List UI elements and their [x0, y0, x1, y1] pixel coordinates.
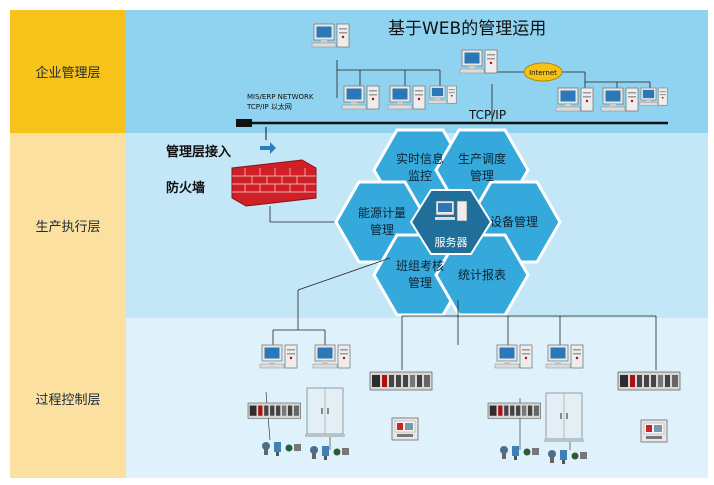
- field-sensors-icon: [310, 446, 349, 460]
- internet-cloud-icon: [523, 62, 563, 82]
- layer-label-process: 过程控制层: [10, 318, 126, 478]
- mis-network-label: MIS/ERP NETWORK: [247, 93, 314, 101]
- instrument-meter-icon: [391, 417, 419, 441]
- internet-pc-icon: [459, 49, 498, 74]
- module-equipment: 设备管理: [490, 214, 538, 229]
- server-label: 服务器: [435, 236, 468, 249]
- module-team-line2: 管理: [408, 275, 432, 290]
- enterprise-pc-icon: [428, 85, 457, 104]
- enterprise-pc-icon: [639, 87, 668, 106]
- field-sensors-icon: [548, 450, 587, 464]
- enterprise-pc-icon: [387, 85, 426, 110]
- internet-label: Internet: [529, 69, 557, 77]
- module-realtime-line2: 监控: [408, 169, 432, 183]
- operator-pc-icon: [259, 344, 298, 369]
- module-stats: 统计报表: [458, 267, 506, 282]
- firewall-label: 防火墙: [166, 181, 206, 196]
- module-team-line1: 班组考核: [396, 259, 444, 273]
- plc-icon: [617, 371, 681, 391]
- diagram-title: 基于WEB的管理运用: [388, 19, 547, 39]
- enterprise-pc-icon: [555, 87, 594, 112]
- enterprise-pc-icon: [600, 87, 639, 112]
- operator-pc-icon: [312, 344, 351, 369]
- module-honeycomb: [334, 128, 562, 317]
- tcpip-ethernet-label: TCP/IP 以太网: [247, 103, 292, 111]
- field-sensors-icon: [262, 442, 301, 456]
- module-energy-line1: 能源计量: [358, 206, 406, 220]
- process-band: [126, 318, 708, 478]
- operator-pc-icon: [494, 344, 533, 369]
- operator-pc-icon: [545, 344, 584, 369]
- access-plug-icon: [260, 142, 276, 154]
- plc-icon: [247, 402, 302, 419]
- control-cabinet-icon: [543, 392, 585, 443]
- tcpip-label: TCP/IP: [469, 108, 507, 122]
- web-server-pc-icon: [311, 23, 350, 48]
- plc-icon: [369, 371, 433, 391]
- control-cabinet-icon: [304, 387, 346, 438]
- management-access-label: 管理层接入: [166, 145, 232, 160]
- module-dispatch-line1: 生产调度: [458, 151, 506, 166]
- layer-label-enterprise: 企业管理层: [10, 10, 126, 133]
- module-realtime-line1: 实时信息: [396, 151, 444, 166]
- enterprise-pc-icon: [341, 85, 380, 110]
- module-energy-line2: 管理: [370, 222, 394, 237]
- firewall-icon: [231, 159, 356, 223]
- instrument-meter-icon: [640, 419, 668, 443]
- layer-label-production: 生产执行层: [10, 133, 126, 318]
- plc-icon: [487, 402, 542, 419]
- module-dispatch-line2: 管理: [470, 168, 494, 183]
- enterprise-band: [126, 10, 708, 133]
- field-sensors-icon: [500, 446, 539, 460]
